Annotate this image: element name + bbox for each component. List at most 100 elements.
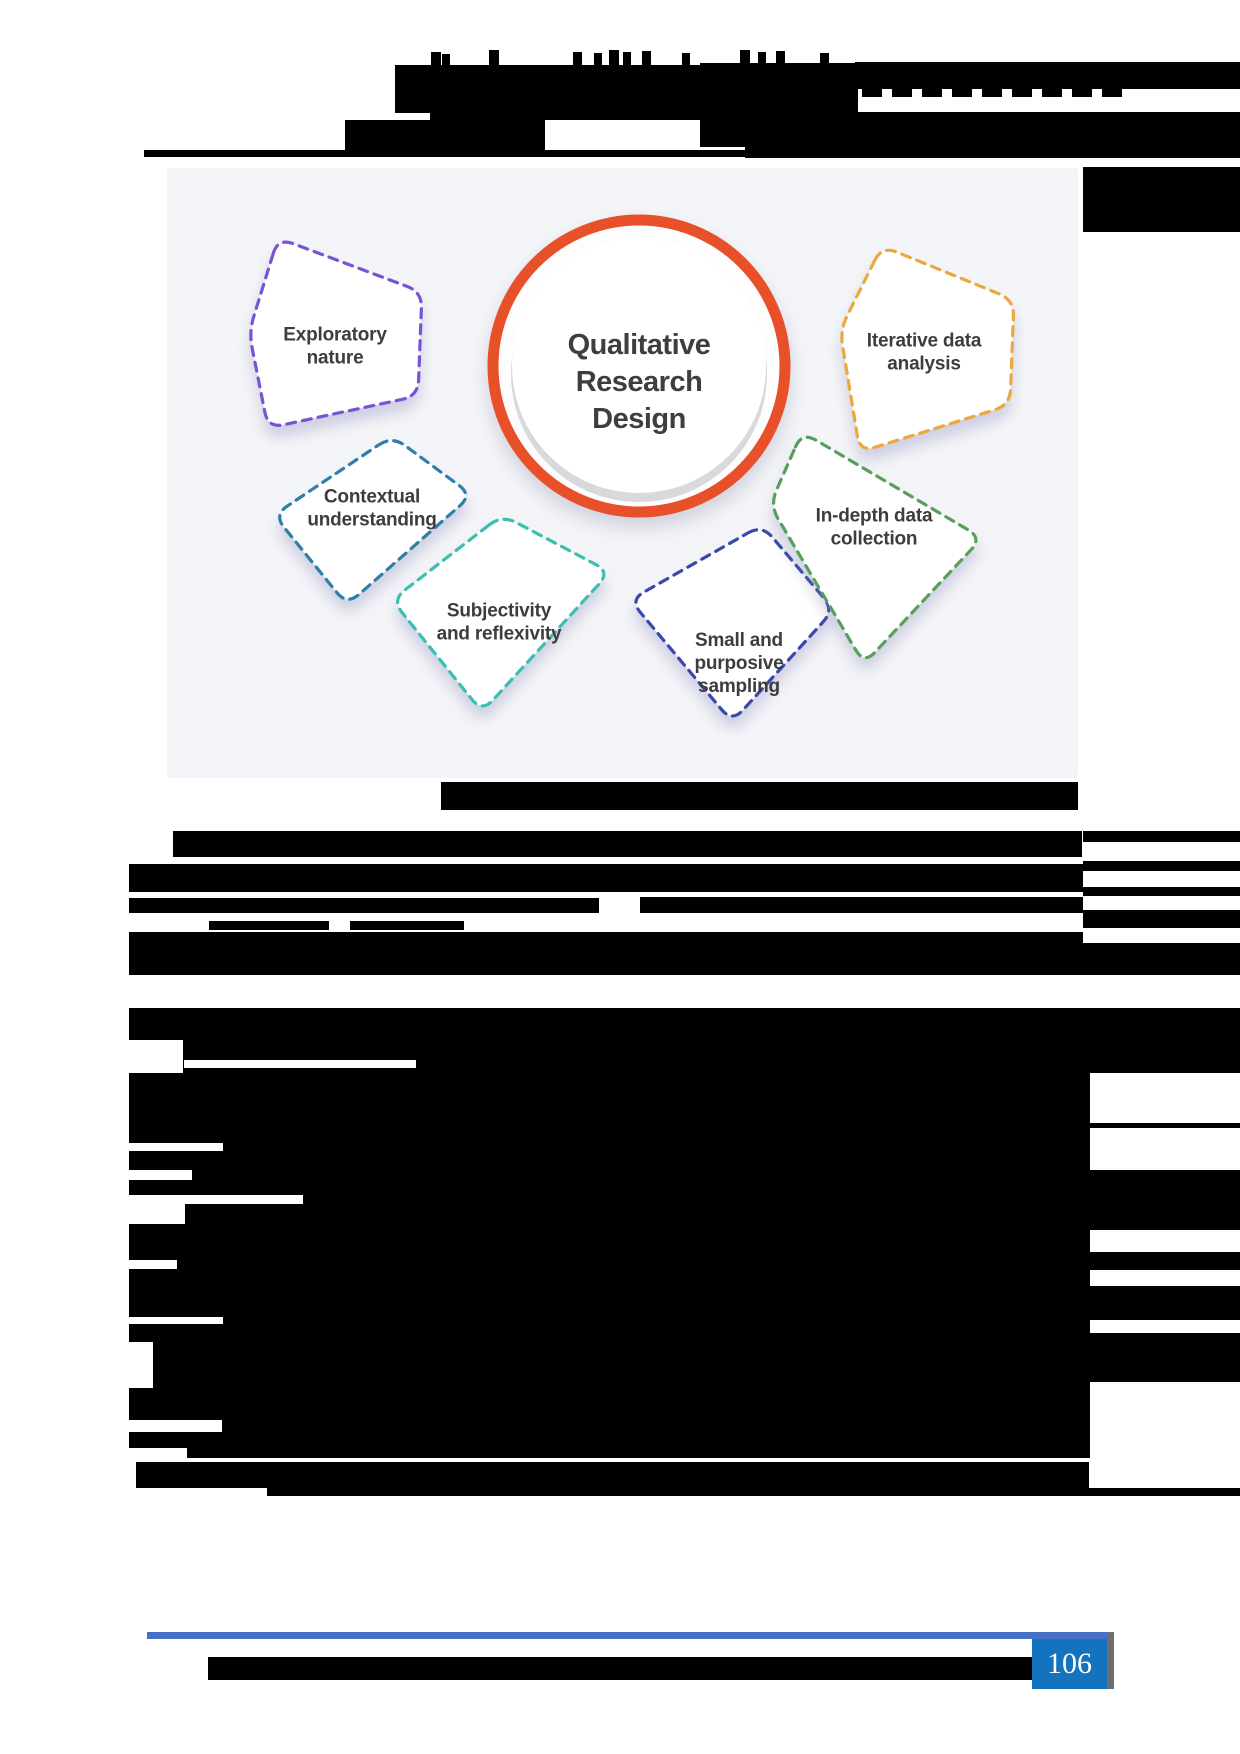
redaction-gap (129, 1170, 192, 1180)
footer-rule-shadow (1107, 1632, 1114, 1689)
redacted-text-bar (267, 1488, 1240, 1496)
redacted-text-bar (136, 1462, 1089, 1488)
redaction-gap (1090, 1270, 1240, 1286)
petal-label-line: analysis (887, 354, 960, 375)
redaction-gap (129, 1260, 177, 1269)
redacted-text-bar (776, 51, 785, 67)
petal-label-line: collection (831, 529, 918, 550)
petal-outline-in-depth-data-collection (772, 435, 978, 660)
redacted-text-bar (820, 53, 829, 67)
redacted-text-bar (173, 831, 1082, 857)
petal-label-line: Small and (695, 630, 783, 651)
redacted-text-bar (573, 52, 582, 67)
center-title-line: Research (576, 366, 703, 398)
petal-label-line: and reflexivity (437, 624, 562, 645)
petal-label-line: Exploratory (283, 325, 387, 346)
redacted-text-bar (442, 54, 450, 67)
redacted-text-bar (350, 921, 464, 930)
center-disc (512, 239, 766, 493)
redacted-text-bar (1072, 89, 1092, 97)
redacted-text-bar (441, 782, 1078, 810)
redacted-text-bar (208, 1657, 1033, 1680)
redacted-text-bar (1083, 943, 1240, 975)
petal-label-line: sampling (698, 676, 780, 697)
redaction-gap (129, 1448, 187, 1458)
redaction-gap (184, 1060, 416, 1068)
footer-rule (147, 1632, 1107, 1639)
center-title-line: Design (592, 403, 686, 435)
redaction-gap (1090, 1073, 1240, 1123)
redacted-text-bar (209, 921, 329, 930)
redacted-text-bar (922, 89, 942, 97)
redacted-text-bar (431, 52, 441, 67)
redacted-text-bar (758, 52, 766, 67)
redaction-gap (129, 1195, 303, 1204)
redaction-gap (1090, 1320, 1240, 1333)
redacted-text-bar (129, 898, 599, 913)
petal-label-line: purposive (695, 653, 784, 674)
redacted-text-bar (1042, 89, 1062, 97)
redacted-text-bar (345, 120, 545, 150)
redacted-text-bar (129, 932, 1083, 975)
redacted-text-bar (1083, 861, 1240, 871)
petal-label-line: understanding (307, 510, 436, 531)
petal-label-line: In-depth data (816, 506, 933, 527)
redacted-text-bar (144, 150, 1129, 157)
redacted-text-bar (623, 52, 631, 67)
redaction-gap (129, 1143, 223, 1151)
redacted-text-bar (1102, 89, 1122, 97)
redacted-text-bar (855, 62, 1240, 89)
redacted-text-bar (982, 89, 1002, 97)
redaction-gap (129, 1317, 223, 1324)
petal-label-line: Contextual (324, 487, 420, 508)
redacted-text-bar (1083, 831, 1240, 842)
redacted-text-bar (129, 1008, 1240, 1060)
redacted-text-bar (1083, 887, 1240, 896)
page-number: 106 (1047, 1647, 1092, 1680)
redaction-gap (129, 1204, 185, 1224)
center-title-line: Qualitative (568, 329, 711, 361)
redacted-text-bar (640, 897, 1083, 913)
redacted-text-bar (1012, 89, 1032, 97)
redacted-text-bar (609, 50, 619, 67)
redacted-text-bar (594, 53, 602, 67)
redaction-gap (129, 1420, 222, 1432)
redacted-text-bar (129, 1060, 1240, 1458)
redacted-text-bar (642, 51, 651, 67)
petal-outline-contextual-understanding (278, 439, 468, 601)
redacted-text-bar (1083, 910, 1240, 928)
redaction-gap (1090, 1382, 1240, 1458)
redaction-gap (129, 1342, 153, 1388)
redacted-text-bar (489, 50, 499, 67)
redaction-gap (1090, 1128, 1240, 1170)
petal-outline-small-and-purposive-sampling (634, 528, 831, 718)
petal-label-line: Iterative data (867, 331, 982, 352)
redaction-gap (1090, 1230, 1240, 1252)
redaction-gap (129, 1040, 183, 1073)
redacted-text-bar (862, 89, 882, 97)
redacted-text-bar (892, 89, 912, 97)
redacted-text-bar (129, 864, 1083, 892)
redacted-text-bar (740, 50, 750, 67)
petal-label-line: nature (307, 348, 364, 369)
redacted-text-bar (1083, 167, 1240, 232)
petal-label-line: Subjectivity (447, 601, 552, 622)
petal-outline-subjectivity-and-reflexivity (396, 517, 606, 708)
petal-outline-exploratory-nature (249, 240, 424, 427)
